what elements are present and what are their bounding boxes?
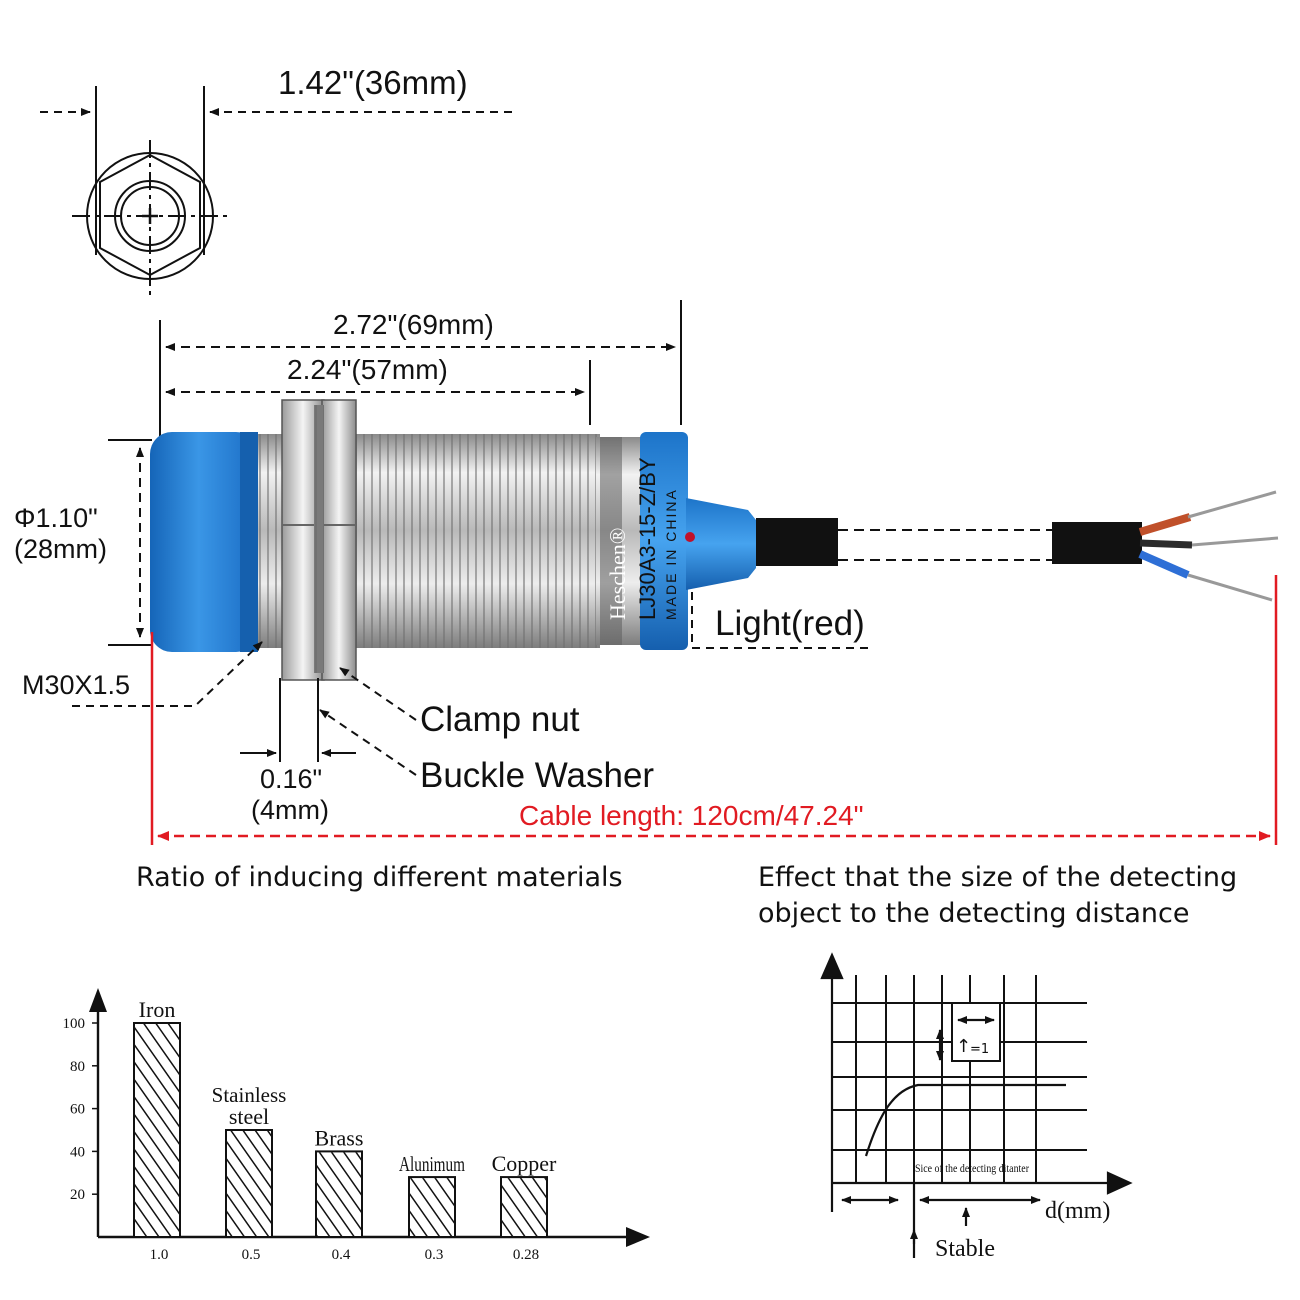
sensor-origin: MADE IN CHINA — [663, 488, 679, 620]
y-tick-label: 80 — [70, 1059, 85, 1075]
bar-category-label: steel — [229, 1104, 269, 1129]
bar-hatch — [317, 1152, 361, 1236]
bar-category-label: Copper — [492, 1151, 557, 1176]
bar-hatch — [135, 1024, 179, 1236]
sensor-brand: Heschen® — [605, 528, 630, 620]
bar-x-axis-arrow — [626, 1227, 650, 1247]
clamp-nut-callout: Clamp nut — [420, 700, 580, 739]
callout-leaders — [72, 592, 872, 776]
y-tick-label: 100 — [63, 1016, 86, 1032]
bar-category-label: Brass — [315, 1125, 364, 1150]
light-callout: Light(red) — [715, 604, 865, 643]
y-tick-label: 20 — [70, 1187, 85, 1203]
bar-y-axis-arrow — [89, 988, 107, 1012]
ratio-box — [951, 1002, 1001, 1062]
ratio-arrow-glyph: ↑ — [956, 1036, 971, 1057]
hex-width-label: 1.42"(36mm) — [278, 64, 468, 101]
bar-category-label: Stainless — [212, 1083, 287, 1107]
y-tick-label: 40 — [70, 1144, 85, 1160]
y-axis-arrow — [820, 952, 844, 980]
bar-hatch — [227, 1131, 271, 1236]
washer-mm-label: (4mm) — [251, 795, 329, 825]
bar-category-label: Alunimum — [399, 1152, 465, 1176]
sensor-model: LJ30A3-15-Z/BY — [635, 457, 660, 620]
x-tick-label: 0.4 — [332, 1247, 351, 1263]
x-axis-label: d(mm) — [1045, 1198, 1110, 1224]
thread-length-label: 2.24"(57mm) — [287, 354, 448, 385]
bar-hatch — [502, 1178, 546, 1236]
sensor-print: Heschen® LJ30A3-15-Z/BY MADE IN CHINA — [605, 457, 679, 620]
thread-spec-label: M30X1.5 — [22, 670, 131, 700]
stable-label: Stable — [935, 1236, 995, 1262]
ratio-label: =1 — [970, 1042, 989, 1057]
x-axis-arrow — [1106, 1171, 1133, 1195]
diameter-dimension — [108, 439, 152, 646]
size-effect-chart: ↑ =1 Sice of the detecting ditanter d(mm… — [820, 952, 1133, 1262]
bar-category-label: Iron — [139, 997, 176, 1022]
x-tick-label: 0.5 — [242, 1247, 261, 1263]
length-dimensions — [159, 300, 682, 440]
end-view — [40, 86, 518, 295]
response-curve — [864, 1083, 1066, 1157]
cable — [756, 490, 1279, 602]
x-tick-label: 0.28 — [513, 1247, 539, 1263]
x-tick-label: 1.0 — [150, 1247, 169, 1263]
curve-annotation: Sice of the detecting ditanter — [915, 1163, 1029, 1175]
y-tick-label: 60 — [70, 1102, 85, 1118]
cable-length-dimension — [150, 575, 1278, 845]
grid — [832, 975, 1087, 1183]
cable-length-label: Cable length: 120cm/47.24" — [519, 800, 864, 831]
diameter-mm-label: (28mm) — [14, 534, 107, 564]
size-effect-caption-line2: object to the detecting distance — [758, 898, 1190, 929]
materials-caption: Ratio of inducing different materials — [136, 862, 623, 893]
diameter-in-label: Φ1.10" — [14, 503, 98, 533]
x-tick-label: 0.3 — [425, 1247, 444, 1263]
bar-hatch — [410, 1178, 454, 1236]
size-effect-caption-line1: Effect that the size of the detecting — [758, 862, 1238, 893]
buckle-washer-callout: Buckle Washer — [420, 756, 655, 795]
sensor-body — [150, 399, 756, 681]
total-length-label: 2.72"(69mm) — [333, 309, 494, 340]
washer-in-label: 0.16" — [260, 764, 323, 794]
